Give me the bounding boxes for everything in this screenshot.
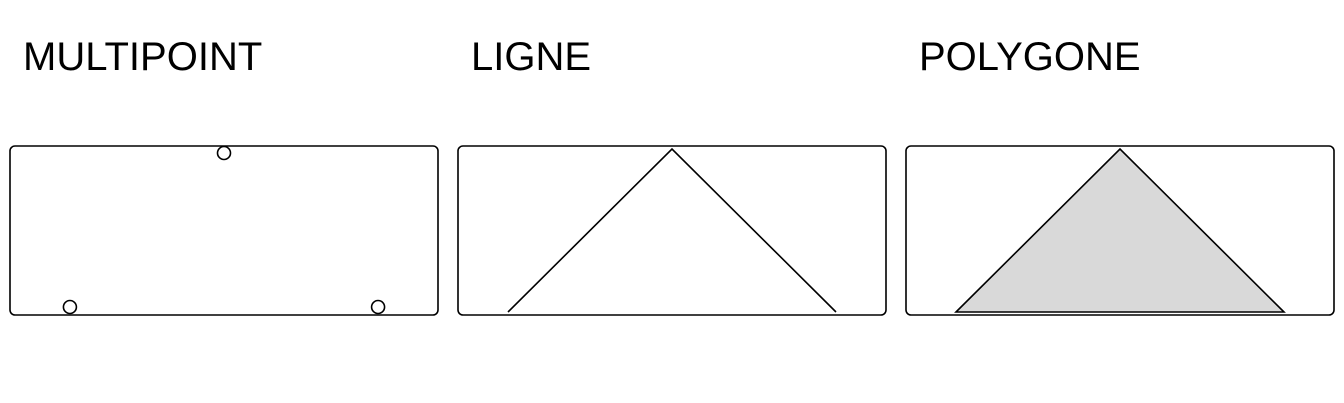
line-geometry xyxy=(507,147,837,313)
panel-title-multipoint: MULTIPOINT xyxy=(23,35,263,79)
multipoint-point-0 xyxy=(62,299,78,315)
panel-title-ligne: LIGNE xyxy=(471,35,592,79)
panel-frame-line xyxy=(457,145,887,316)
multipoint-point-1 xyxy=(216,145,232,161)
multipoint-point-2 xyxy=(370,299,386,315)
panel-frame-points xyxy=(9,145,439,316)
polygon-geometry xyxy=(954,147,1286,313)
panel-title-polygone: POLYGONE xyxy=(919,35,1141,79)
